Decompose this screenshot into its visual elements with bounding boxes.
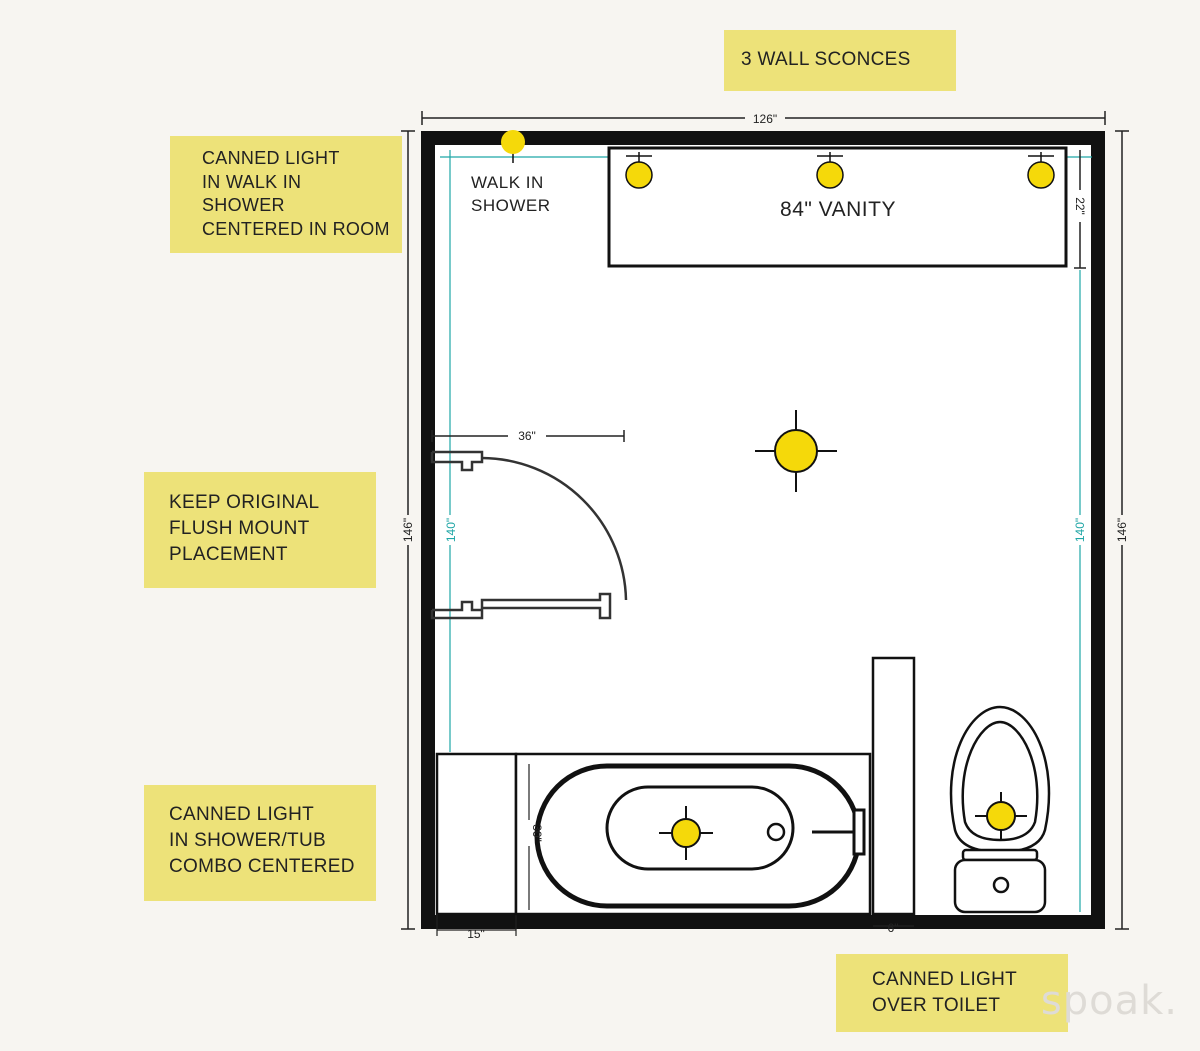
width-dimension [421,111,1106,125]
tub-canned-light-icon [659,806,713,860]
note-tub-canned-light: CANNED LIGHT IN SHOWER/TUB COMBO CENTERE… [144,785,376,901]
right-height-dimension [1115,130,1129,930]
vanity-depth-dimension [1074,150,1086,269]
width-dimension-label: 126" [753,112,777,126]
door-width-label: 36" [518,429,536,443]
drain-icon [766,822,786,842]
inner-right-dimension-label: 140" [1073,518,1087,542]
note-flush-mount: KEEP ORIGINAL FLUSH MOUNT PLACEMENT [144,472,376,588]
shower-canned-light-icon [501,130,525,163]
right-height-dimension-label: 146" [1115,518,1129,542]
note-line: CENTERED IN ROOM [202,218,390,239]
note-line: KEEP ORIGINAL [169,492,320,513]
shower-label-line-1: WALK IN [471,173,544,192]
wall-sconce-icon [816,152,844,189]
left-height-dimension [401,130,415,930]
tub-width-label: 30" [530,824,544,842]
wall-sconce-icon [1027,152,1055,189]
wall-sconce-icon [625,152,653,189]
left-height-dimension-label: 146" [401,518,415,542]
note-line: IN WALK IN [202,171,302,192]
inner-left-dimension-label: 140" [444,518,458,542]
ledge-width-dimension [436,914,517,936]
note-line: IN SHOWER/TUB [169,830,326,851]
shower-label-line-2: SHOWER [471,196,551,215]
note-shower-canned-light: CANNED LIGHT IN WALK IN SHOWER CENTERED … [170,136,402,253]
flush-mount-light-icon [755,410,837,492]
partition-width-label: 6" [888,921,899,935]
faucet-icon [812,808,866,856]
note-wall-sconces: 3 WALL SCONCES [724,30,956,91]
shower-door [430,450,628,620]
note-line: COMBO CENTERED [169,856,355,877]
note-line: CANNED LIGHT [872,969,1018,990]
toilet-canned-light-icon [975,792,1027,840]
ledge-width-label: 15" [467,927,485,941]
note-line: CANNED LIGHT [202,148,340,168]
note-toilet-canned-light: CANNED LIGHT OVER TOILET [836,954,1068,1032]
shower-ledge [435,752,518,916]
note-line: 3 WALL SCONCES [741,49,911,70]
note-line: SHOWER [202,195,285,215]
note-line: PLACEMENT [169,544,288,565]
note-line: CANNED LIGHT [169,804,315,825]
partition-wall [871,656,916,916]
note-line: OVER TOILET [872,995,1001,1016]
vanity-label: 84" VANITY [780,198,896,221]
spoak-watermark: spoak. [1040,978,1178,1024]
note-line: FLUSH MOUNT [169,518,310,539]
door-width-dimension [431,430,625,442]
vanity-depth-label: 22" [1073,197,1087,215]
